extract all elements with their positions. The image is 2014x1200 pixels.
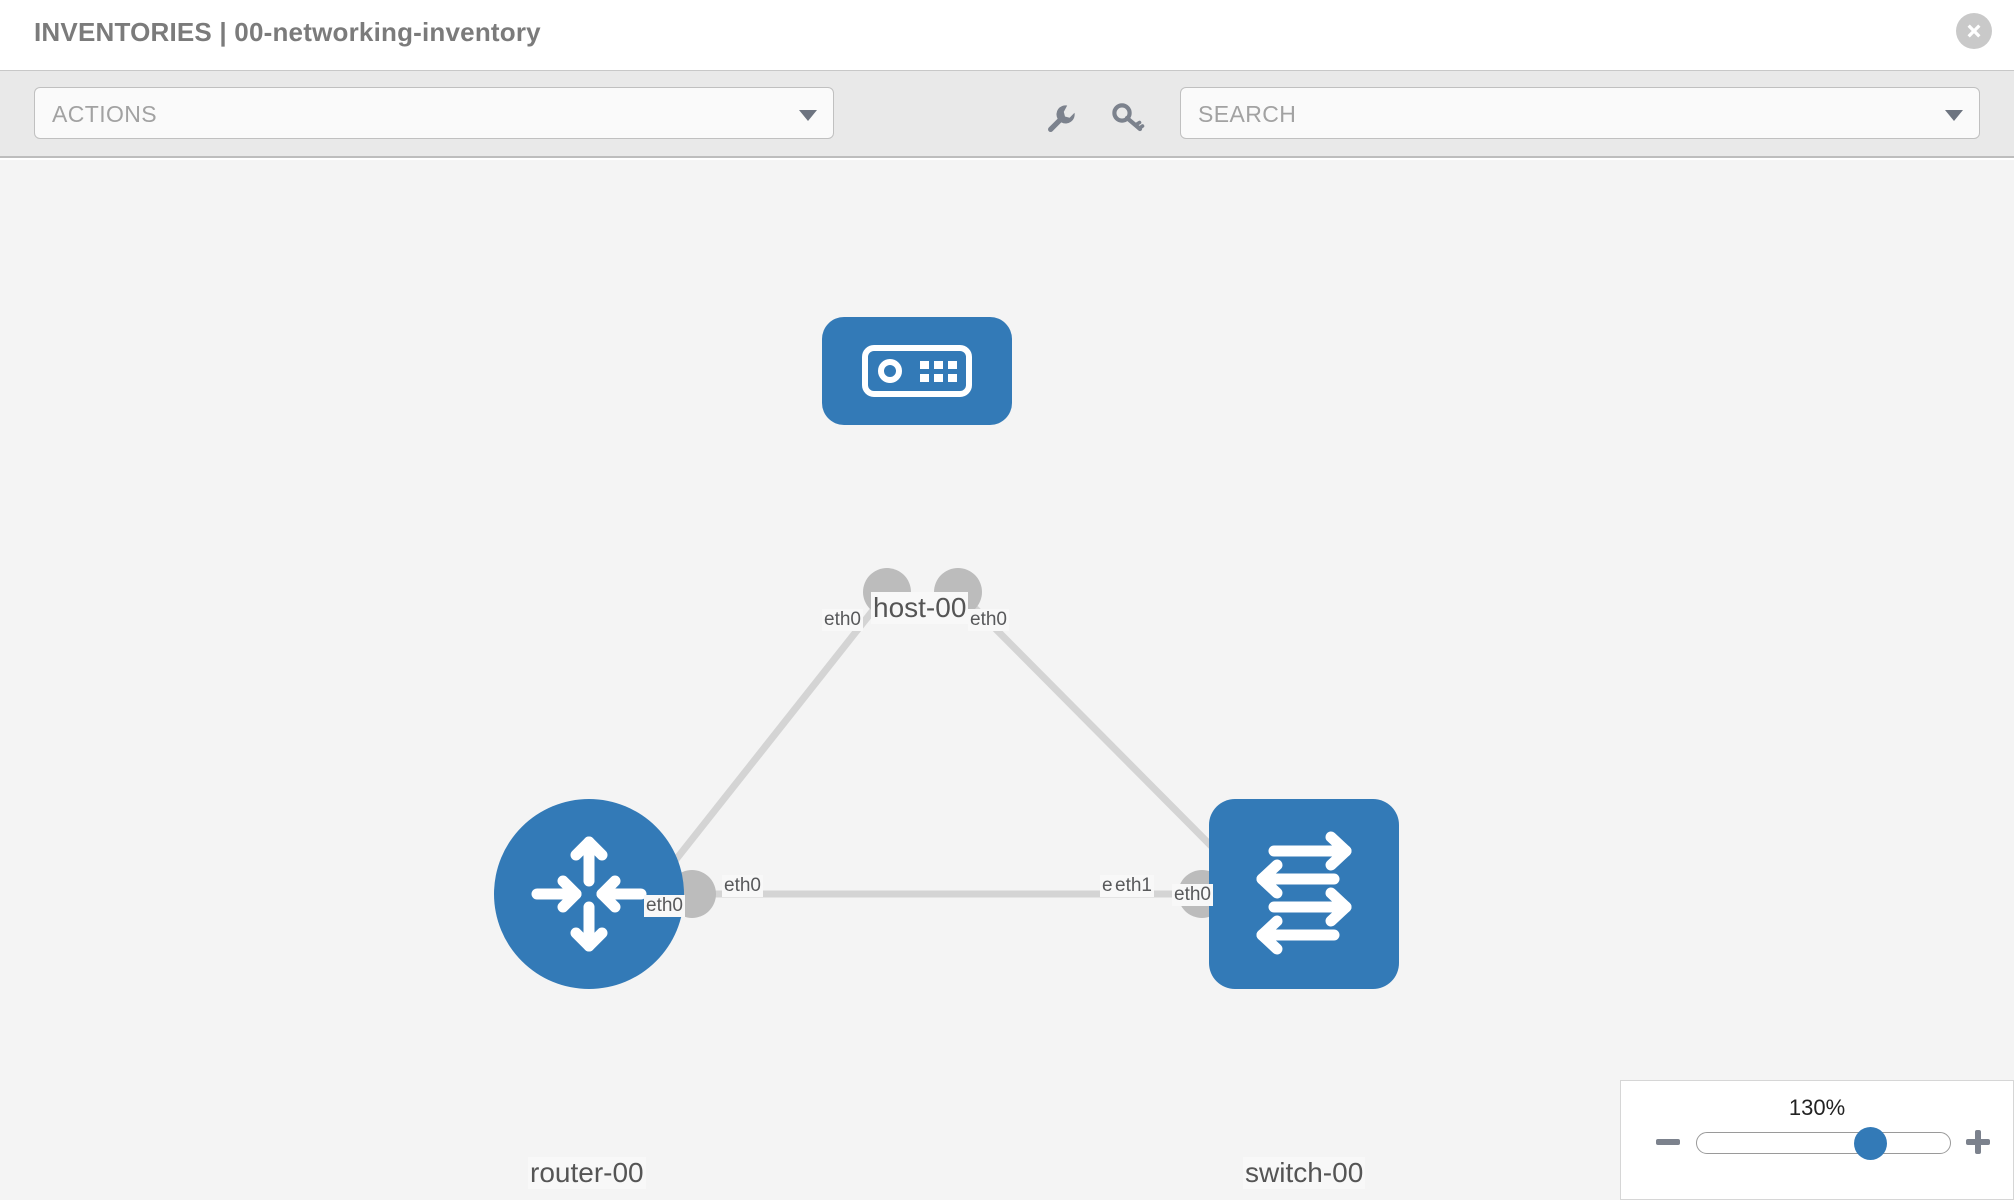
wrench-icon — [1048, 105, 1075, 132]
page-header: INVENTORIES | 00-networking-inventory — [0, 0, 2014, 70]
switch-arrows-icon — [1256, 831, 1352, 955]
key-button[interactable] — [1107, 97, 1147, 137]
node-label-switch-00: switch-00 — [1243, 1157, 1366, 1189]
search-input[interactable]: SEARCH — [1180, 87, 1980, 139]
node-host-00[interactable] — [822, 317, 1012, 425]
zoom-slider-thumb[interactable] — [1853, 1127, 1887, 1160]
link-host-router[interactable] — [637, 582, 896, 908]
node-router-00[interactable] — [494, 799, 684, 989]
node-switch-00[interactable] — [1209, 799, 1399, 989]
node-label-host-00: host-00 — [871, 592, 969, 624]
router-arrows-icon — [531, 836, 647, 952]
zoom-level-value: 130% — [1788, 1095, 1846, 1120]
topology-canvas[interactable]: host-00 router-00 switch-00 eth0 eth0 et… — [0, 160, 2014, 1200]
interface-label-router-uplink: eth0 — [644, 895, 685, 917]
link-host-switch[interactable] — [949, 582, 1243, 878]
close-icon — [1967, 24, 1981, 38]
page-title: INVENTORIES | 00-networking-inventory — [34, 17, 541, 47]
interface-label-router-side: eth0 — [722, 875, 763, 897]
minus-icon — [1656, 1139, 1680, 1145]
chevron-down-icon — [1945, 110, 1963, 121]
actions-dropdown-label: ACTIONS — [52, 101, 158, 127]
wrench-button[interactable] — [1040, 97, 1080, 137]
zoom-in-button[interactable] — [1963, 1127, 1993, 1157]
zoom-slider-track[interactable] — [1696, 1127, 1951, 1160]
zoom-control-panel: 130% — [1620, 1080, 2014, 1200]
chevron-down-icon — [799, 110, 817, 121]
node-label-router-00: router-00 — [528, 1157, 646, 1189]
interface-label-host-left: eth0 — [822, 609, 863, 631]
interface-label-switch-side: eth1 — [1113, 875, 1154, 897]
server-icon — [862, 345, 972, 397]
interface-label-switch-uplink: eth0 — [1172, 884, 1213, 906]
search-placeholder: SEARCH — [1198, 101, 1297, 127]
plus-icon — [1966, 1130, 1990, 1154]
zoom-out-button[interactable] — [1653, 1127, 1683, 1157]
topology-links-layer — [637, 568, 1258, 918]
toolbar: ACTIONS SEARCH — [0, 70, 2014, 158]
interface-label-host-right: eth0 — [968, 609, 1009, 631]
close-button[interactable] — [1956, 13, 1992, 49]
actions-dropdown[interactable]: ACTIONS — [34, 87, 834, 139]
key-icon — [1112, 103, 1145, 132]
